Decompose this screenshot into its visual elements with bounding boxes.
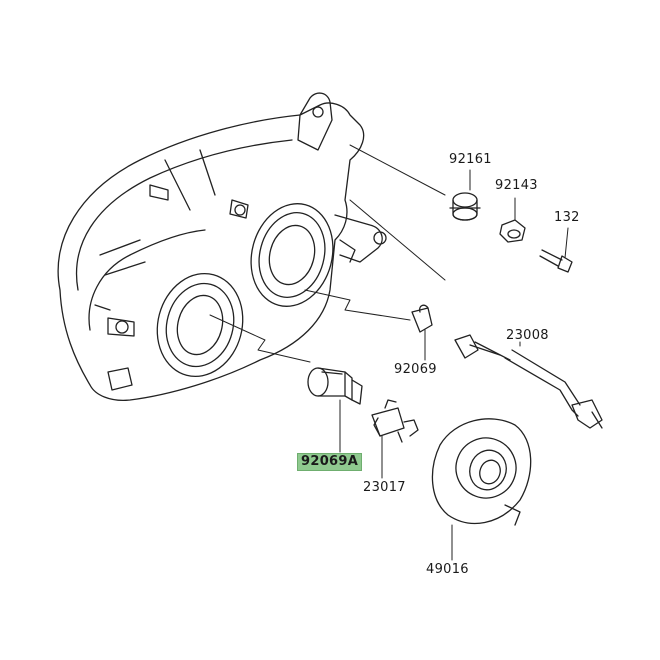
grommet-92161[interactable] [449,169,481,221]
part-label-92069A[interactable]: 92069A [297,453,363,471]
socket-harness-23008[interactable] [454,334,603,429]
socket-23017[interactable] [371,399,419,479]
headlight-housing[interactable] [57,92,387,401]
part-label-92143[interactable]: 92143 [495,178,538,193]
part-label-49016[interactable]: 49016 [426,562,469,577]
part-label-23017[interactable]: 23017 [363,480,406,495]
part-label-132[interactable]: 132 [554,210,580,225]
bulb-92069A[interactable] [307,367,363,453]
dust-cover-49016[interactable] [431,418,532,561]
bolt-132[interactable] [539,227,573,273]
part-label-92161[interactable]: 92161 [449,152,492,167]
part-label-92069[interactable]: 92069 [394,362,437,377]
leader-lines [209,144,446,363]
bulb-92069[interactable] [411,304,433,361]
part-label-23008[interactable]: 23008 [506,328,549,343]
collar-92143[interactable] [499,197,526,243]
